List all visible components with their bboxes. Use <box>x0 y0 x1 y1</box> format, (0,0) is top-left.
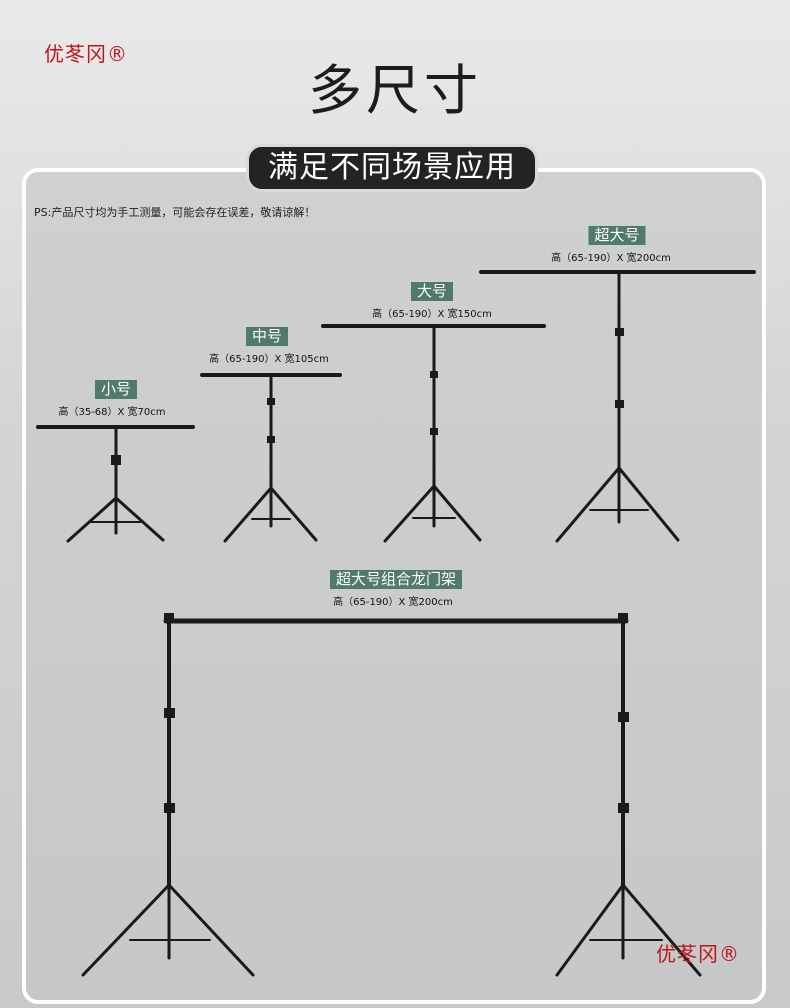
size-tag-small: 小号 <box>94 380 138 399</box>
combo-dims: 高（65-190）X 宽200cm <box>333 597 453 608</box>
measurement-note: PS:产品尺寸均为手工测量，可能会存在误差，敬请谅解！ <box>34 206 316 219</box>
brand-logo-bottom: 优苳冈® <box>656 942 740 966</box>
size-dims-small: 高（35-68）X 宽70cm <box>58 407 166 418</box>
stand-medium-image <box>200 373 342 543</box>
stand-xlarge-image <box>479 270 756 543</box>
size-dims-xlarge: 高（65-190）X 宽200cm <box>551 253 671 264</box>
stand-large-image <box>321 324 546 543</box>
stand-combo-image <box>81 613 702 977</box>
product-panel <box>22 168 766 1004</box>
stand-small-image <box>36 425 195 543</box>
size-tag-xlarge: 超大号 <box>588 226 646 245</box>
size-dims-medium: 高（65-190）X 宽105cm <box>209 354 329 365</box>
combo-tag: 超大号组合龙门架 <box>329 570 463 589</box>
size-dims-large: 高（65-190）X 宽150cm <box>372 309 492 320</box>
scene-banner: 满足不同场景应用 <box>246 144 538 192</box>
page-title: 多尺寸 <box>308 59 482 122</box>
size-tag-medium: 中号 <box>245 327 289 346</box>
size-tag-large: 大号 <box>410 282 454 301</box>
brand-logo-top: 优苳冈® <box>44 42 128 66</box>
